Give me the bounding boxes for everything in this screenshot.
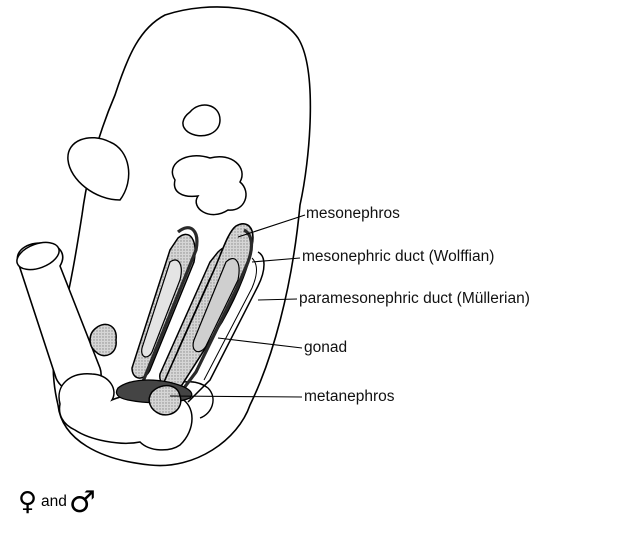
label-paramesonephric-duct: paramesonephric duct (Müllerian) <box>299 290 530 308</box>
female-symbol-icon: ♀ <box>18 487 37 517</box>
sex-caption: ♀ and ♂ <box>18 482 96 522</box>
male-symbol-icon: ♂ <box>69 485 96 520</box>
leader-paramesonephric-duct <box>258 299 297 300</box>
label-metanephros: metanephros <box>304 388 394 406</box>
label-gonad: gonad <box>304 339 347 357</box>
pharyngeal-lobe <box>172 156 246 215</box>
label-mesonephric-duct: mesonephric duct (Wolffian) <box>302 248 494 266</box>
label-mesonephros: mesonephros <box>306 205 400 223</box>
metanephros-right <box>149 386 181 415</box>
caption-conjunction: and <box>41 493 67 511</box>
metanephros-left <box>90 324 116 355</box>
urogenital-ridge <box>90 224 264 415</box>
otic-circle <box>183 105 220 136</box>
upper-limb-bud <box>68 138 129 200</box>
leader-gonad <box>218 338 302 348</box>
